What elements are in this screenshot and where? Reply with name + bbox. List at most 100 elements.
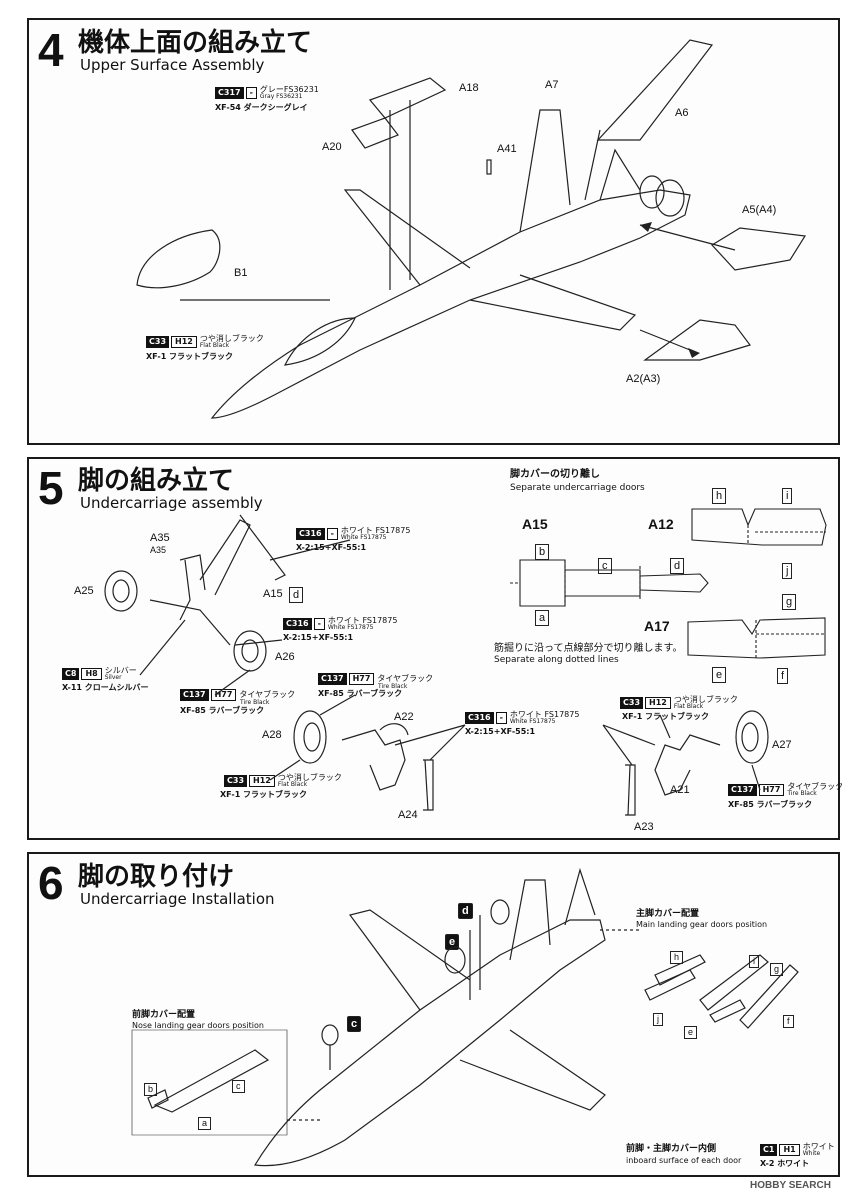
door-h: h — [712, 488, 727, 504]
part-a5: A5(A4) — [742, 204, 777, 216]
part-a23: A23 — [634, 821, 654, 833]
part-a41: A41 — [497, 143, 517, 155]
doors-a17: A17 — [644, 618, 670, 634]
paint-code2: H1 — [779, 1144, 800, 1156]
paint-code: C137 — [180, 689, 209, 701]
nose-door-c: c — [232, 1080, 245, 1093]
door-j: j — [782, 563, 793, 579]
paint-code: C316 — [283, 618, 312, 630]
step5-paint-tire2: C137 H77 タイヤブラック — [318, 673, 433, 685]
paint-code: C33 — [146, 336, 170, 348]
main-door-i: i — [749, 955, 759, 968]
main-door-j: j — [653, 1013, 663, 1026]
step5-title-jp: 脚の組み立て — [78, 466, 235, 496]
paint-jp: タイヤブラック — [377, 674, 434, 683]
nose-door-a: a — [198, 1117, 212, 1130]
paint-code: C1 — [760, 1144, 778, 1156]
paint-jp: ホワイト — [802, 1142, 835, 1151]
step5-paint-tire1-en: Tire Black — [240, 699, 270, 706]
main-door-f: f — [783, 1015, 794, 1028]
paint-code: C33 — [620, 697, 644, 709]
step5-paint-black1-sub: XF-1 フラットブラック — [622, 712, 710, 721]
doors-title-en: Separate undercarriage doors — [510, 483, 645, 493]
part-a20: A20 — [322, 141, 342, 153]
paint-code: C316 — [296, 528, 325, 540]
paint-code: C137 — [318, 673, 347, 685]
door-i: i — [782, 488, 793, 504]
step5-paint-tire1: C137 H77 タイヤブラック — [180, 689, 295, 701]
doors-a15: A15 — [522, 516, 548, 532]
paint-en: Flat Black — [277, 781, 308, 788]
part-a15: A15 — [263, 588, 283, 600]
door-a: a — [535, 610, 550, 626]
part-a18: A18 — [459, 82, 479, 94]
step4-number: 4 — [38, 24, 64, 76]
part-a27: A27 — [772, 739, 792, 751]
step4-paint-gray-sub: XF-54 ダークシーグレイ — [215, 103, 308, 112]
inboard-jp: 前脚・主脚カバー内側 — [626, 1144, 717, 1154]
paint-jp: タイヤブラック — [239, 690, 296, 699]
main-doors-title-en: Main landing gear doors position — [636, 920, 768, 929]
step5-paint-white2-sub: X-2:15+XF-55:1 — [283, 633, 354, 642]
paint-code: C137 — [728, 784, 757, 796]
paint-jp: つや消しブラック — [199, 334, 264, 343]
door-f: f — [777, 668, 789, 684]
paint-jp: グレーFS36231 — [259, 85, 319, 94]
step5-paint-black2-sub: XF-1 フラットブラック — [220, 790, 308, 799]
paint-code: C316 — [465, 712, 494, 724]
paint-en: White FS17875 — [327, 624, 374, 631]
paint-code2: H77 — [348, 673, 375, 685]
step4-paint-black-sub: XF-1 フラットブラック — [146, 352, 234, 361]
step5-paint-white1-sub: X-2:15+XF-55:1 — [296, 543, 367, 552]
step4-aircraft-drawing — [136, 39, 807, 419]
paint-en: Flat Black — [199, 342, 230, 349]
paint-code2: H12 — [645, 697, 671, 709]
doors-note-en: Separate along dotted lines — [494, 655, 619, 665]
main-door-e: e — [684, 1026, 698, 1039]
paint-jp: ホワイト FS17875 — [509, 710, 580, 719]
paint-en: Silver — [104, 674, 122, 681]
nose-doors-title-jp: 前脚カバー配置 — [132, 1010, 196, 1020]
step5-gear-drawings — [104, 514, 769, 816]
step6-title-en: Undercarriage Installation — [80, 890, 275, 908]
part-a2: A2(A3) — [626, 373, 661, 385]
paint-jp: タイヤブラック — [787, 782, 844, 791]
doors-a12: A12 — [648, 516, 674, 532]
doors-title-jp: 脚カバーの切り離し — [510, 469, 600, 480]
paint-code2: - — [245, 87, 257, 99]
callout-e: e — [445, 934, 460, 950]
step5-paint-white3-sub: X-2:15+XF-55:1 — [465, 727, 536, 736]
step6-paint-white-sub: X-2 ホワイト — [760, 1159, 810, 1168]
part-a24: A24 — [398, 809, 418, 821]
doors-diagram — [510, 508, 827, 659]
main-doors-title-jp: 主脚カバー配置 — [636, 909, 700, 919]
step5-paint-tire2-sub: XF-85 ラバーブラック — [318, 689, 403, 698]
step5-paint-tire1-sub: XF-85 ラバーブラック — [180, 706, 265, 715]
part-a35: A35 — [150, 532, 170, 544]
paint-jp: つや消しブラック — [673, 695, 738, 704]
paint-code: C33 — [224, 775, 248, 787]
part-a28: A28 — [262, 729, 282, 741]
paint-code: C317 — [215, 87, 244, 99]
paint-jp: シルバー — [104, 666, 137, 675]
step6-panel — [27, 852, 840, 1177]
part-a7: A7 — [545, 79, 559, 91]
step5-number: 5 — [38, 462, 64, 514]
paint-en: Tire Black — [787, 790, 817, 797]
part-a15-door-d: d — [289, 587, 304, 603]
paint-jp: ホワイト FS17875 — [327, 616, 398, 625]
paint-code2: H8 — [81, 668, 102, 680]
door-e: e — [712, 667, 727, 683]
main-door-h: h — [670, 951, 684, 964]
callout-d: d — [458, 903, 473, 919]
step5-paint-tire2-en: Tire Black — [378, 683, 408, 690]
